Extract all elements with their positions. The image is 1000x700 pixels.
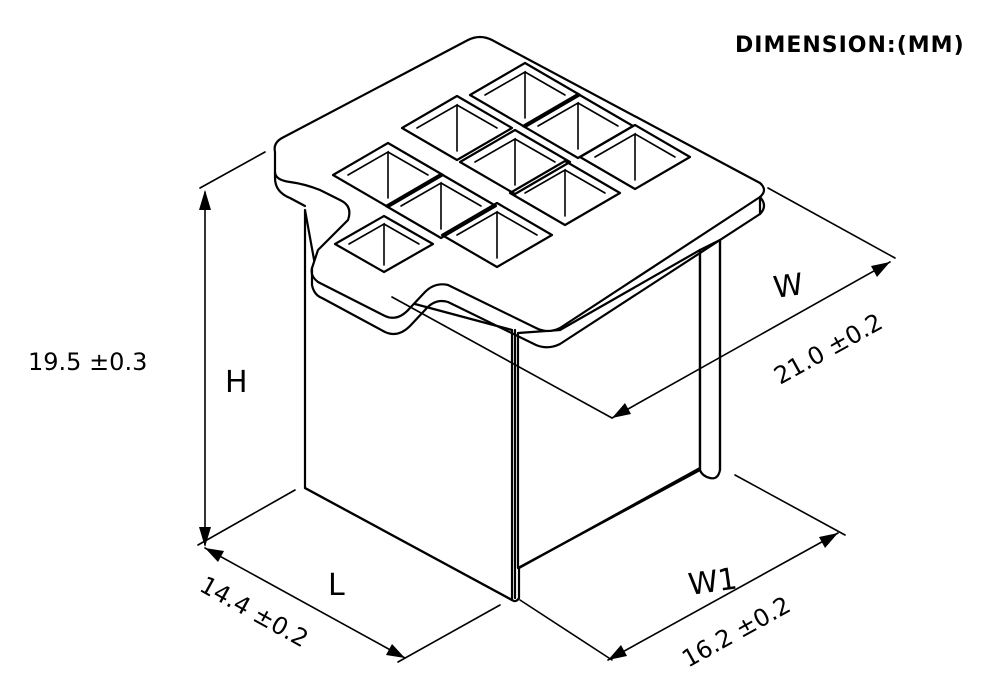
height-label: H xyxy=(225,365,248,400)
height-extension-top xyxy=(199,151,266,189)
body-bottom-edge xyxy=(303,486,521,603)
length-extension-right xyxy=(397,604,501,663)
latch-rail xyxy=(698,238,722,480)
arrow-icon xyxy=(612,403,631,418)
arrow-icon xyxy=(386,644,405,658)
arrow-icon xyxy=(819,533,838,548)
cavity xyxy=(440,201,554,269)
arrow-icon xyxy=(205,548,224,562)
dimension-lines xyxy=(197,151,896,663)
body-bottom-right-edge xyxy=(517,466,702,570)
flange-top-surface xyxy=(273,35,766,333)
top-flange xyxy=(273,35,766,349)
length-dimension-line xyxy=(204,547,406,659)
w-dimension-line xyxy=(611,261,891,419)
cavity xyxy=(578,123,692,191)
arrow-icon xyxy=(871,262,890,277)
connector-body xyxy=(303,208,702,603)
w-extension-bottom xyxy=(391,296,613,419)
height-extension-bottom xyxy=(197,489,296,546)
arrow-icon xyxy=(608,645,627,660)
units-label: DIMENSION:(MM) xyxy=(735,33,965,58)
w1-dimension-line xyxy=(607,532,839,661)
length-label: L xyxy=(328,568,345,603)
cavity xyxy=(333,214,435,274)
arrow-icon xyxy=(199,190,211,210)
cavity xyxy=(508,159,622,227)
cavity xyxy=(400,94,514,162)
terminal-cavities xyxy=(331,61,692,274)
width1-label: W1 xyxy=(686,561,739,602)
w1-extension-right xyxy=(734,474,846,536)
width-label: W xyxy=(771,267,805,306)
w-extension-top xyxy=(767,187,896,259)
height-value: 19.5 ±0.3 xyxy=(28,348,147,376)
cavity xyxy=(384,172,498,240)
w1-extension-left xyxy=(519,599,613,661)
length-value: 14.4 ±0.2 xyxy=(195,571,313,653)
arrow-icon xyxy=(199,527,211,547)
width1-value: 16.2 ±0.2 xyxy=(677,591,795,673)
latch-rail-shape xyxy=(698,238,722,480)
cavity xyxy=(458,128,572,196)
